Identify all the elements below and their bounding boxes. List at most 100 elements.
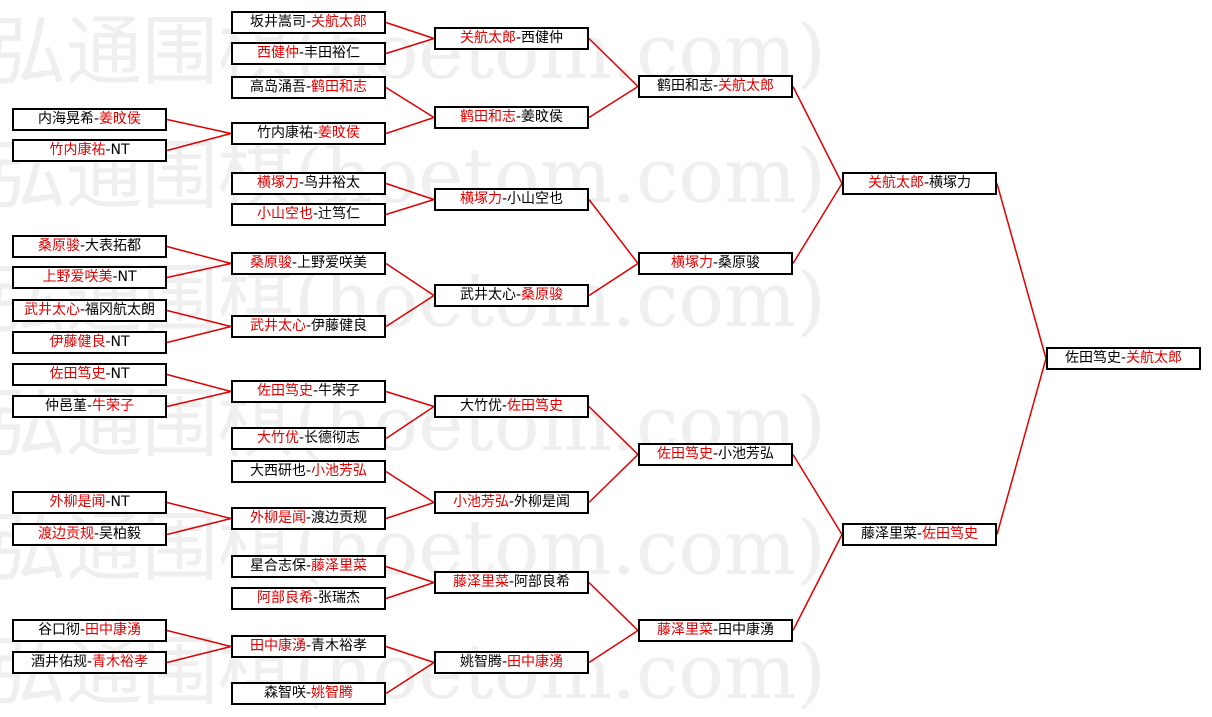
separator: - bbox=[305, 318, 312, 334]
separator: - bbox=[501, 654, 508, 670]
match-box: 鹤田和志-姜旼侯 bbox=[434, 106, 589, 129]
separator: - bbox=[79, 622, 86, 638]
match-box: 大竹优-长德彻志 bbox=[231, 427, 386, 450]
player-a-name: 酒井佑规 bbox=[30, 654, 87, 670]
player-a-name: 高岛涌吾 bbox=[249, 79, 306, 95]
match-box: 竹内康祐-NT bbox=[12, 139, 167, 162]
player-a-name: 武井太心 bbox=[249, 318, 306, 334]
bracket-connector bbox=[385, 581, 435, 600]
separator: - bbox=[298, 175, 305, 191]
player-a-name: 武井太心 bbox=[23, 302, 80, 318]
player-b-name: 青木裕孝 bbox=[311, 638, 368, 654]
player-b-name: 关航太郎 bbox=[718, 78, 775, 94]
player-b-name: 田中康湧 bbox=[718, 622, 775, 638]
player-b-name: 佐田笃史 bbox=[922, 526, 979, 542]
match-box: 上野爱咲美-NT bbox=[12, 266, 167, 289]
separator: - bbox=[105, 334, 111, 350]
separator: - bbox=[105, 366, 111, 382]
bracket-connector bbox=[385, 116, 435, 135]
bracket-connector bbox=[588, 581, 639, 632]
match-box: 小池芳弘-外柳是闻 bbox=[434, 491, 589, 514]
bracket-connector bbox=[166, 245, 232, 265]
separator: - bbox=[712, 255, 719, 271]
bracket-connector bbox=[385, 470, 435, 504]
bracket-connector bbox=[385, 565, 435, 584]
match-box: 横塚力-桑原骏 bbox=[638, 252, 793, 275]
player-a-name: 上野爱咲美 bbox=[42, 269, 113, 285]
player-a-name: 小山空也 bbox=[256, 206, 313, 222]
player-b-name: 姚智腾 bbox=[311, 685, 354, 701]
separator: - bbox=[312, 383, 319, 399]
player-b-name: NT bbox=[117, 269, 137, 285]
player-b-name: 张瑞杰 bbox=[318, 590, 361, 606]
bracket-connector bbox=[166, 132, 232, 152]
bracket-connector bbox=[385, 645, 435, 664]
match-box: 田中康湧-青木裕孝 bbox=[231, 635, 386, 658]
player-a-name: 藤泽里菜 bbox=[860, 526, 917, 542]
bracket-connector bbox=[588, 199, 639, 264]
player-b-name: 小池芳弘 bbox=[311, 463, 368, 479]
bracket-connector bbox=[166, 325, 232, 344]
player-b-name: 西健仲 bbox=[521, 30, 564, 46]
player-b-name: 关航太郎 bbox=[1126, 350, 1183, 366]
bracket-connector bbox=[385, 21, 435, 40]
player-a-name: 关航太郎 bbox=[867, 175, 924, 191]
bracket-connector bbox=[996, 358, 1047, 535]
bracket-connector bbox=[588, 629, 639, 664]
match-box: 伊藤健良-NT bbox=[12, 331, 167, 354]
player-a-name: 竹内康祐 bbox=[256, 125, 313, 141]
player-b-name: NT bbox=[110, 366, 130, 382]
player-b-name: 藤泽里菜 bbox=[311, 558, 368, 574]
match-box: 桑原骏-大表拓都 bbox=[12, 235, 167, 258]
player-a-name: 竹内康祐 bbox=[49, 142, 106, 158]
match-box: 谷口彻-田中康湧 bbox=[12, 619, 167, 642]
match-box: 姚智腾-田中康湧 bbox=[434, 651, 589, 674]
match-box: 外柳是闻-NT bbox=[12, 491, 167, 514]
match-box: 横塚力-小山空也 bbox=[434, 188, 589, 211]
match-box: 武井太心-福冈航太朗 bbox=[12, 299, 167, 322]
player-a-name: 谷口彻 bbox=[37, 622, 80, 638]
player-a-name: 外柳是闻 bbox=[249, 510, 306, 526]
player-a-name: 大竹优 bbox=[459, 398, 502, 414]
separator: - bbox=[298, 45, 305, 61]
separator: - bbox=[86, 398, 93, 414]
bracket-connector bbox=[385, 405, 435, 440]
player-b-name: 福冈航太朗 bbox=[85, 302, 156, 318]
match-box: 鹤田和志-关航太郎 bbox=[638, 75, 793, 98]
player-b-name: 外柳是闻 bbox=[514, 494, 571, 510]
separator: - bbox=[86, 654, 93, 670]
player-a-name: 大竹优 bbox=[256, 430, 299, 446]
bracket-connector bbox=[588, 405, 639, 456]
match-box: 横塚力-鸟井裕太 bbox=[231, 172, 386, 195]
bracket-connector bbox=[385, 390, 435, 408]
separator: - bbox=[79, 302, 86, 318]
player-a-name: 横塚力 bbox=[459, 191, 502, 207]
match-box: 藤泽里菜-阿部良希 bbox=[434, 571, 589, 594]
player-a-name: 森智咲 bbox=[263, 685, 306, 701]
match-box: 仲邑堇-牛荣子 bbox=[12, 395, 167, 418]
match-box: 武井太心-桑原骏 bbox=[434, 284, 589, 307]
separator: - bbox=[305, 79, 312, 95]
separator: - bbox=[916, 526, 923, 542]
player-b-name: 田中康湧 bbox=[507, 654, 564, 670]
player-b-name: 牛荣子 bbox=[318, 383, 361, 399]
match-box: 大竹优-佐田笃史 bbox=[434, 395, 589, 418]
separator: - bbox=[712, 622, 719, 638]
match-box: 坂井嵩司-关航太郎 bbox=[231, 11, 386, 34]
separator: - bbox=[112, 269, 118, 285]
bracket-connector bbox=[385, 198, 435, 216]
match-box: 外柳是闻-渡边贡规 bbox=[231, 507, 386, 530]
bracket-connector bbox=[792, 454, 843, 535]
player-a-name: 坂井嵩司 bbox=[249, 14, 306, 30]
player-a-name: 佐田笃史 bbox=[256, 383, 313, 399]
bracket-connector bbox=[385, 182, 435, 201]
player-b-name: 姜旼侯 bbox=[99, 111, 142, 127]
separator: - bbox=[515, 109, 522, 125]
bracket-connector bbox=[588, 262, 639, 297]
separator: - bbox=[105, 494, 111, 510]
separator: - bbox=[305, 558, 312, 574]
separator: - bbox=[312, 206, 319, 222]
separator: - bbox=[79, 238, 86, 254]
separator: - bbox=[305, 685, 312, 701]
separator: - bbox=[305, 14, 312, 30]
